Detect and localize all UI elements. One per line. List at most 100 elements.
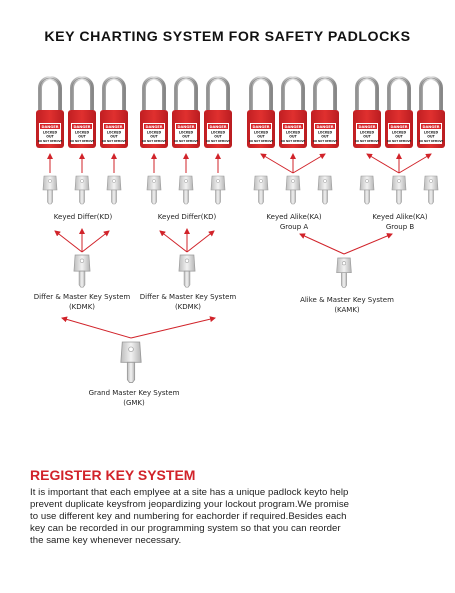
tag-text: OUT — [289, 135, 297, 139]
shackle-outline — [314, 77, 336, 110]
key-blade — [428, 189, 434, 205]
key-hole — [112, 179, 116, 183]
key-hole — [184, 258, 190, 263]
key-hole — [323, 179, 327, 183]
tag-text: DO NOT REMOVE — [142, 139, 167, 143]
key-row — [42, 175, 439, 384]
register-body: It is important that each emplyee at a s… — [30, 487, 422, 547]
danger-band — [104, 124, 124, 129]
tag-text: OUT — [363, 135, 371, 139]
key — [253, 175, 269, 205]
danger-band — [40, 124, 60, 129]
tag-text: DO NOT REMOVE — [249, 139, 274, 143]
arrow — [260, 153, 294, 174]
danger-band — [315, 124, 335, 129]
tag-text: OUT — [150, 135, 158, 139]
key-hole — [152, 179, 156, 183]
tag-text: DO NOT REMOVE — [281, 139, 306, 143]
key-head — [317, 175, 333, 191]
danger-band — [357, 124, 377, 129]
master-key-kdmk-2 — [178, 254, 196, 288]
tag-danger: DANGER — [178, 125, 195, 129]
tag-danger: DANGER — [317, 125, 334, 129]
shackle-outline — [103, 77, 125, 110]
shackle-outline — [282, 77, 304, 110]
shackle — [355, 76, 379, 110]
arrow — [61, 316, 132, 339]
shackle — [174, 76, 198, 110]
key — [42, 175, 58, 205]
shackle — [142, 76, 166, 110]
label-kd-1: Keyed Differ(KD) — [54, 213, 113, 221]
key — [391, 175, 407, 205]
label-kamk-line1: Alike & Master Key System — [300, 296, 394, 304]
tag-text: OUT — [395, 135, 403, 139]
tag-text: OUT — [46, 135, 54, 139]
shackle — [313, 76, 337, 110]
shackle — [387, 76, 411, 110]
key-blade — [183, 270, 191, 288]
register-line: key can be recorded in our programming s… — [30, 523, 341, 534]
key-hole — [48, 179, 52, 183]
label-kamk-line2: (KAMK) — [334, 306, 360, 314]
label-ka-b-line1: Keyed Alike(KA) — [372, 213, 427, 221]
key — [359, 175, 375, 205]
key-head — [210, 175, 226, 191]
arrow — [343, 233, 393, 255]
tag-text: LOCKED — [318, 131, 333, 135]
key-blade — [126, 361, 136, 384]
arrow — [130, 316, 216, 339]
key-hole — [184, 179, 188, 183]
label-kdmk-2-line1: Differ & Master Key System — [140, 293, 237, 301]
tag-text: OUT — [110, 135, 118, 139]
tag-danger: DANGER — [253, 125, 270, 129]
label-kdmk-2-line2: (KDMK) — [175, 303, 201, 311]
tag-text: OUT — [182, 135, 190, 139]
label-gmk-line1: Grand Master Key System — [89, 389, 180, 397]
tag-text: DO NOT REMOVE — [313, 139, 338, 143]
key-head — [336, 257, 352, 274]
tag-danger: DANGER — [42, 125, 59, 129]
key — [317, 175, 333, 205]
key-hole — [79, 258, 85, 263]
tag-text: OUT — [321, 135, 329, 139]
register-line: It is important that each emplyee at a s… — [30, 487, 349, 498]
shackle-outline — [71, 77, 93, 110]
tag-danger: DANGER — [391, 125, 408, 129]
key-blade — [396, 189, 402, 205]
key — [285, 175, 301, 205]
key-hole — [397, 179, 401, 183]
tag-danger: DANGER — [146, 125, 163, 129]
tag-text: LOCKED — [286, 131, 301, 135]
tag-text: DO NOT REMOVE — [206, 139, 231, 143]
tag-text: OUT — [78, 135, 86, 139]
danger-band — [251, 124, 271, 129]
register-line: to use different key and numbering for e… — [30, 511, 347, 522]
arrow — [186, 230, 215, 253]
danger-band — [72, 124, 92, 129]
label-kd-2: Keyed Differ(KD) — [158, 213, 217, 221]
shackle-outline — [388, 77, 410, 110]
arrow — [54, 230, 83, 253]
arrow — [398, 153, 432, 174]
key — [106, 175, 122, 205]
key-blade — [341, 272, 347, 288]
shackle-outline — [207, 77, 229, 110]
tag-text: DO NOT REMOVE — [387, 139, 412, 143]
tag-danger: DANGER — [210, 125, 227, 129]
tag-text: OUT — [257, 135, 265, 139]
shackle-outline — [420, 77, 442, 110]
master-key-kamk — [336, 257, 352, 288]
danger-band — [421, 124, 441, 129]
label-ka-a-line1: Keyed Alike(KA) — [266, 213, 321, 221]
key-blade — [183, 189, 189, 205]
key-hole — [128, 346, 134, 352]
shackle — [281, 76, 305, 110]
